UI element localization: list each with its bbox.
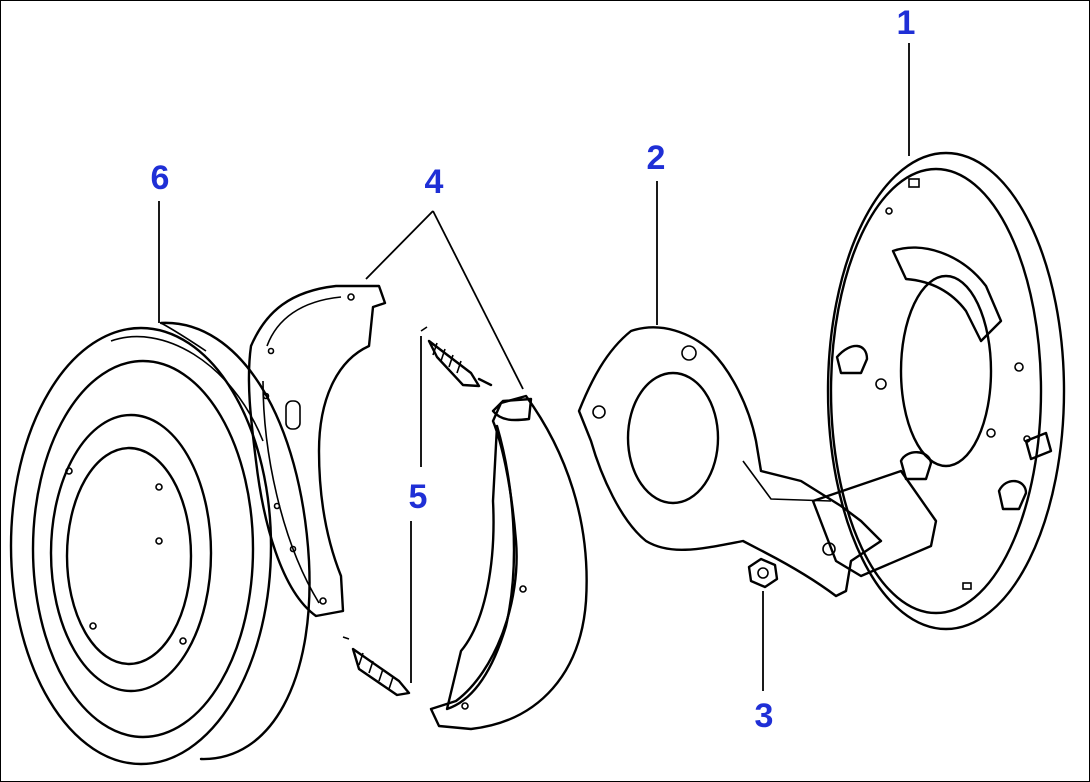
brake-drum bbox=[9, 321, 311, 766]
brake-shoe-lower bbox=[429, 394, 588, 731]
callout-1: 1 bbox=[897, 4, 916, 42]
backing-plate bbox=[811, 151, 1066, 631]
callout-6: 6 bbox=[151, 159, 170, 197]
brake-shoe-upper bbox=[247, 284, 387, 618]
leader-lines bbox=[158, 43, 910, 691]
return-spring-lower bbox=[342, 636, 411, 697]
lever-plate bbox=[577, 326, 883, 598]
leader-line-4b bbox=[432, 210, 524, 390]
callout-2: 2 bbox=[647, 139, 666, 177]
leader-line-4a bbox=[365, 210, 434, 280]
callout-3: 3 bbox=[755, 697, 774, 735]
callout-4: 4 bbox=[425, 163, 444, 201]
callout-5: 5 bbox=[409, 478, 428, 516]
nut bbox=[747, 557, 779, 589]
return-spring-upper bbox=[420, 326, 493, 388]
